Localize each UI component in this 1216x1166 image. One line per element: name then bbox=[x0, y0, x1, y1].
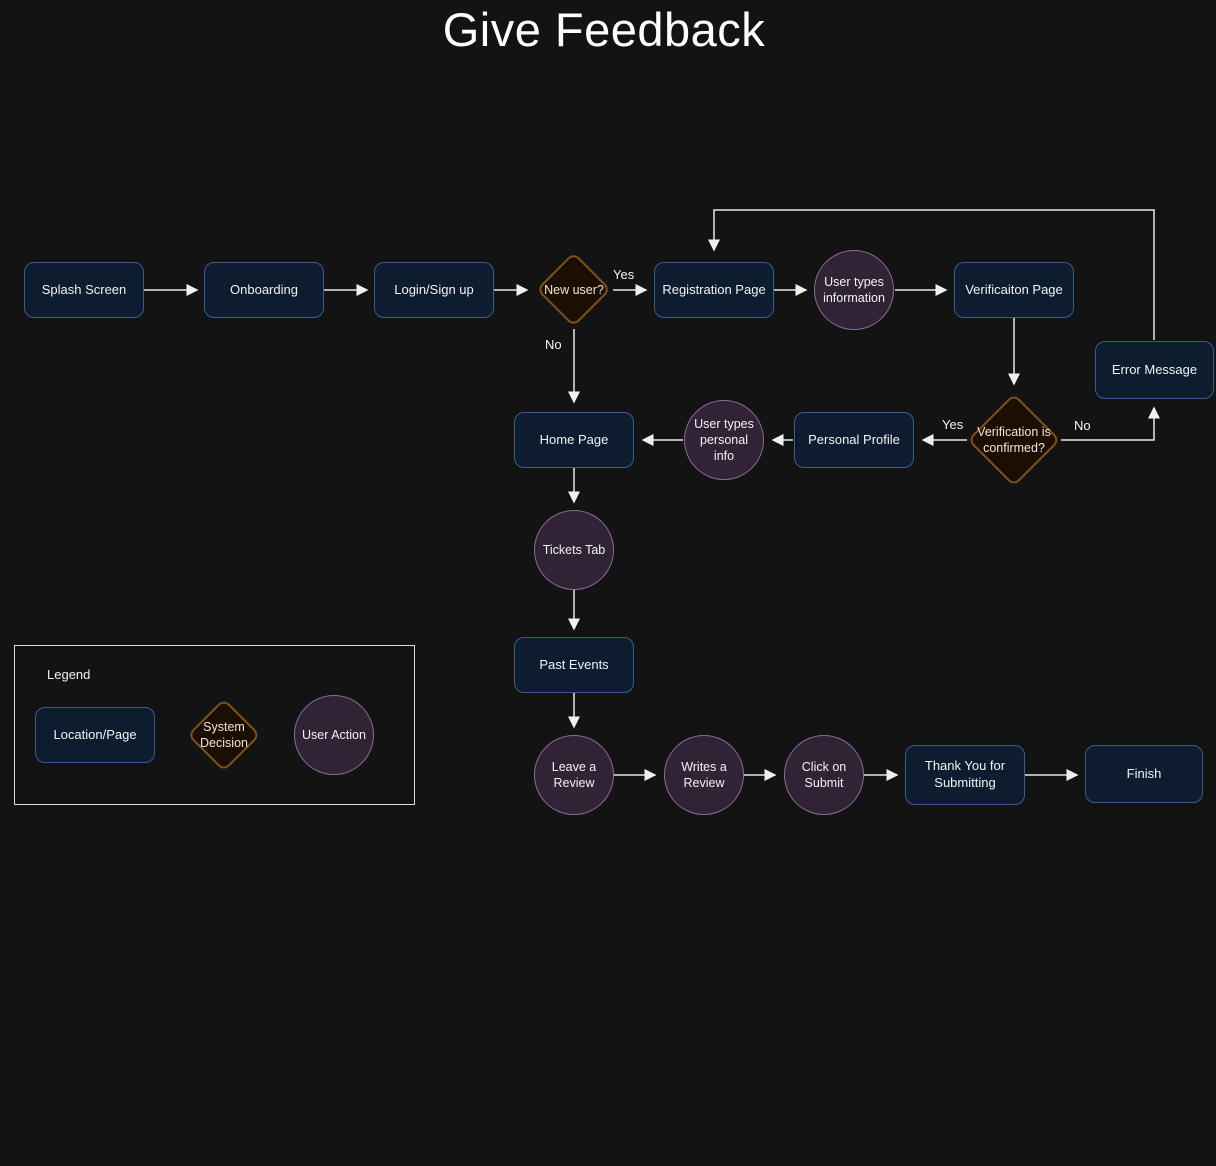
node-login-signup: Login/Sign up bbox=[374, 262, 494, 318]
node-label: Personal Profile bbox=[808, 431, 900, 447]
edge-label-verification-no: No bbox=[1074, 418, 1091, 433]
node-label: Registration Page bbox=[662, 281, 766, 297]
node-tickets-tab: Tickets Tab bbox=[534, 510, 614, 590]
legend-item-location-page: Location/Page bbox=[35, 707, 155, 763]
node-verification-page: Verificaiton Page bbox=[954, 262, 1074, 318]
legend-item-user-action: User Action bbox=[294, 695, 374, 775]
edge-confirmed-no-to-error bbox=[1061, 406, 1160, 441]
node-home-page: Home Page bbox=[514, 412, 634, 468]
node-label: Finish bbox=[1126, 765, 1162, 781]
node-label: Verification is confirmed? bbox=[977, 424, 1051, 455]
node-label: Login/Sign up bbox=[394, 281, 474, 297]
legend-item-label: System Decision bbox=[200, 719, 248, 750]
node-label: Verificaiton Page bbox=[965, 281, 1063, 297]
legend-item-label: Location/Page bbox=[53, 726, 137, 742]
node-label: Writes a Review bbox=[681, 759, 727, 790]
node-click-submit: Click on Submit bbox=[784, 735, 864, 815]
node-personal-profile: Personal Profile bbox=[794, 412, 914, 468]
edge-label-new-user-yes: Yes bbox=[613, 267, 635, 282]
node-label: Onboarding bbox=[230, 281, 298, 297]
node-verification-confirmed-decision: Verification is confirmed? bbox=[967, 393, 1061, 487]
edge-error-loop-to-registration bbox=[708, 209, 1155, 340]
edge-label-new-user-no: No bbox=[545, 337, 562, 352]
node-registration-page: Registration Page bbox=[654, 262, 774, 318]
node-label: Leave a Review bbox=[551, 759, 597, 790]
node-leave-review: Leave a Review bbox=[534, 735, 614, 815]
legend-item-label: User Action bbox=[302, 727, 366, 742]
node-user-types-personal-info: User types personal info bbox=[684, 400, 764, 480]
page-title: Give Feedback bbox=[442, 3, 766, 56]
node-label: Past Events bbox=[539, 656, 609, 672]
node-thank-you: Thank You for Submitting bbox=[905, 745, 1025, 805]
legend-title: Legend bbox=[47, 667, 91, 682]
node-label: Thank You for Submitting bbox=[924, 758, 1006, 790]
node-past-events: Past Events bbox=[514, 637, 634, 693]
node-writes-review: Writes a Review bbox=[664, 735, 744, 815]
legend-item-system-decision: System Decision bbox=[187, 698, 261, 772]
node-label: User types information bbox=[823, 274, 885, 305]
edge-label-verification-yes: Yes bbox=[942, 417, 964, 432]
legend-panel: Legend bbox=[14, 645, 415, 805]
node-label: Home Page bbox=[539, 431, 609, 447]
node-label: User types personal info bbox=[694, 416, 754, 464]
node-label: Tickets Tab bbox=[542, 542, 606, 557]
node-label: Splash Screen bbox=[41, 281, 127, 297]
node-label: New user? bbox=[544, 282, 604, 297]
node-error-message: Error Message bbox=[1095, 341, 1214, 399]
node-onboarding: Onboarding bbox=[204, 262, 324, 318]
node-label: Error Message bbox=[1111, 361, 1198, 377]
node-finish: Finish bbox=[1085, 745, 1203, 803]
node-label: Click on Submit bbox=[801, 759, 847, 790]
node-user-types-information: User types information bbox=[814, 250, 894, 330]
node-new-user-decision: New user? bbox=[536, 252, 612, 328]
node-splash-screen: Splash Screen bbox=[24, 262, 144, 318]
